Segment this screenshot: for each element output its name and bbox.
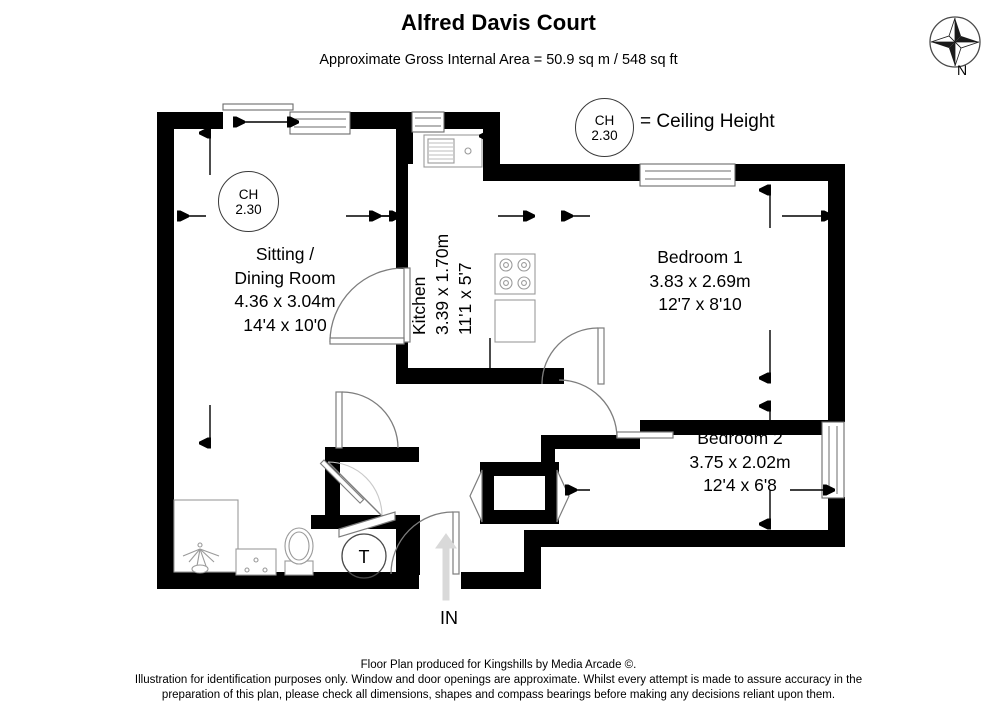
wall-kitchen-west-upper [396,164,408,269]
ch-legend-label: CH [594,112,615,128]
sink-plug-icon [464,147,472,155]
room-name-line-2: Dining Room [234,267,336,288]
wall-top-mid [348,112,396,129]
cylinder-label: T [359,547,370,567]
ch-value: 2.30 [235,201,262,217]
entrance-label: IN [440,608,458,628]
wall-kitchen-west-lower [396,340,408,375]
ch-legend-value: 2.30 [591,127,618,143]
wall-bottom-entrance-right [461,572,541,589]
wall-bedroom1-top-left [483,164,643,181]
gross-internal-area-text: Approximate Gross Internal Area = 50.9 s… [319,52,678,68]
door-storage-left [469,469,483,523]
footer-credit: Floor Plan produced for Kingshills by Me… [360,659,637,671]
door-bathroom [319,459,383,517]
bathroom-fixtures [173,499,314,576]
wall-bedroom1-top-right [733,164,845,181]
room-name-line-1: Sitting / [255,244,315,264]
room-dimensions-metric: 3.75 x 2.02m [689,451,791,472]
wall-kitchen-west-top [396,112,413,164]
room-dimensions-imperial: 12'7 x 8'10 [658,294,742,314]
wall-hall-north-bath [325,447,419,462]
room-dimensions-imperial: 12'4 x 6'8 [703,475,777,495]
wall-kitchen-south [396,368,554,384]
door-cupboard [338,511,396,538]
window-bedroom1 [639,163,736,187]
wall-cupboard-east [408,515,420,575]
ceiling-height-legend-badge: CH 2.30 [575,98,634,157]
room-dimensions-imperial: 14'4 x 10'0 [243,314,327,335]
wall-right-outer-upper [828,164,845,422]
shower-head-icon [182,542,220,574]
room-dimensions-metric: 3.39 x 1.70m [432,233,452,335]
wall-bed1-hall-stub [554,368,564,384]
door-storage-right [556,469,570,523]
footer: Floor Plan produced for Kingshills by Me… [0,658,997,703]
ceiling-height-legend-text: = Ceiling Height [640,111,775,132]
room-label-bedroom-1: Bedroom 1 3.83 x 2.69m 12'7 x 8'10 [600,246,800,317]
wall-bed2-hall-south [480,510,559,524]
shower-enclosure-icon [173,499,239,573]
cylinder-cupboard: T [341,533,387,579]
room-dimensions-imperial: 11'1 x 5'7 [455,262,475,335]
room-label-kitchen: Kitchen 3.39 x 1.70m 11'1 x 5'7 [394,205,544,335]
kitchen-counter-icon [494,299,536,343]
ch-label: CH [238,186,259,202]
wall-kitchen-east-upper [483,112,500,164]
wall-hall-west-vertical [325,447,340,523]
wall-bed2-hall-west [480,462,494,524]
footer-disclaimer-line-1: Illustration for identification purposes… [134,674,863,686]
wall-bed2-hall-east [545,462,559,524]
wall-hall-east-vertical [541,435,555,475]
window-kitchen [411,111,445,133]
walls [157,112,845,589]
room-dimensions-metric: 4.36 x 3.04m [234,291,336,311]
wall-bottom-right [541,530,845,547]
wall-bottom-left [157,572,419,589]
room-dimensions-metric: 3.83 x 2.69m [649,270,751,291]
wall-bath-ne [311,515,339,529]
page-title: Alfred Davis Court [401,10,596,35]
dimension-arrows [178,122,824,524]
wall-hall-south-east [524,530,541,589]
entrance-arrow-icon [435,533,457,601]
footer-disclaimer-line-2: preparation of this plan, please check a… [161,689,836,701]
wall-bed1-bed2-divider [640,420,828,435]
ceiling-height-badge-sitting-room: CH 2.30 [218,171,279,232]
kitchen-fixtures [423,134,536,343]
door-kitchen [329,267,411,345]
window-sitting-room-top-outer [222,103,294,111]
wall-cupboard-west [396,515,410,575]
windows [222,103,845,499]
wall-bed2-hall-north [480,462,554,476]
wall-left-outer [157,112,174,589]
room-label-bedroom-2: Bedroom 2 3.75 x 2.02m 12'4 x 6'8 [640,427,840,498]
doors [319,267,674,575]
door-sitting-room-hall [335,391,399,449]
door-bedroom2 [558,379,674,439]
window-sitting-room [289,111,351,135]
door-bedroom1 [541,327,605,385]
room-name: Bedroom 1 [657,247,743,267]
compass-north-label: N [957,62,968,78]
room-label-sitting-dining: Sitting / Dining Room 4.36 x 3.04m 14'4 … [180,243,390,337]
room-name: Bedroom 2 [697,428,783,448]
window-bedroom2 [821,421,845,499]
cylinder-icon [341,533,387,579]
room-name: Kitchen [409,276,429,335]
